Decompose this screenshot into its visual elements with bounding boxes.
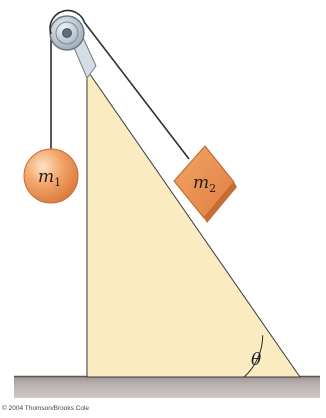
angle-label: θ [251, 350, 261, 370]
incline [86, 68, 301, 378]
mass2-block [173, 145, 235, 219]
angle-arc [243, 335, 264, 378]
pulley-axle [62, 28, 72, 38]
mass1-sphere [23, 148, 79, 204]
mass1: m1 [23, 148, 79, 204]
copyright-notice: © 2004 Thomson/Brooks Cole [2, 405, 90, 412]
mass2-label: m2 [193, 173, 216, 195]
ground [14, 376, 320, 398]
mass1-label: m1 [38, 167, 61, 189]
rope-to-mass2 [83, 22, 190, 160]
rope-over-pulley [49, 9, 86, 35]
pulley-groove [55, 21, 79, 45]
mass2: m2 [173, 145, 237, 223]
mass2-side [204, 182, 237, 223]
